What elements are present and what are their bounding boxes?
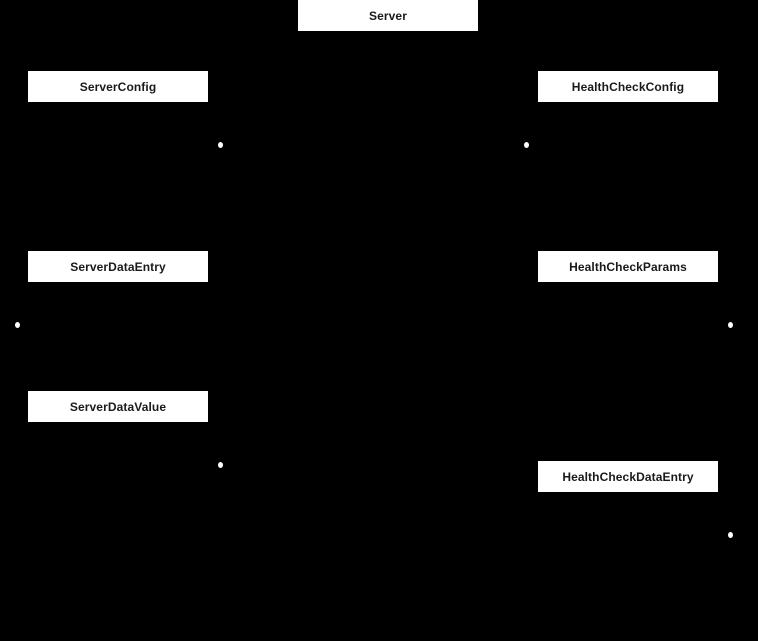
entity-label-server-data-entry: ServerDataEntry bbox=[70, 259, 166, 274]
entity-label-health-check-params: HealthCheckParams bbox=[569, 259, 687, 274]
entity-node-server-data-entry[interactable]: ServerDataEntry bbox=[28, 251, 208, 282]
entity-label-server: Server bbox=[369, 8, 407, 23]
relation-marker-far-left bbox=[15, 322, 20, 328]
relation-marker-left-lower bbox=[218, 462, 223, 468]
entity-node-health-check-params[interactable]: HealthCheckParams bbox=[538, 251, 718, 282]
entity-node-server-config[interactable]: ServerConfig bbox=[28, 71, 208, 102]
entity-node-health-check-data-entry[interactable]: HealthCheckDataEntry bbox=[538, 461, 718, 492]
entity-node-health-check-config[interactable]: HealthCheckConfig bbox=[538, 71, 718, 102]
entity-node-server[interactable]: Server bbox=[298, 0, 478, 31]
relation-marker-far-right bbox=[728, 322, 733, 328]
relation-marker-right-lower bbox=[728, 532, 733, 538]
entity-label-health-check-config: HealthCheckConfig bbox=[571, 79, 685, 94]
relation-marker-left-upper bbox=[218, 142, 223, 148]
entity-label-server-data-value: ServerDataValue bbox=[69, 399, 167, 414]
relation-marker-right-upper bbox=[524, 142, 529, 148]
entity-label-health-check-data-entry: HealthCheckDataEntry bbox=[562, 469, 694, 484]
entity-label-server-config: ServerConfig bbox=[79, 79, 157, 94]
entity-node-server-data-value[interactable]: ServerDataValue bbox=[28, 391, 208, 422]
